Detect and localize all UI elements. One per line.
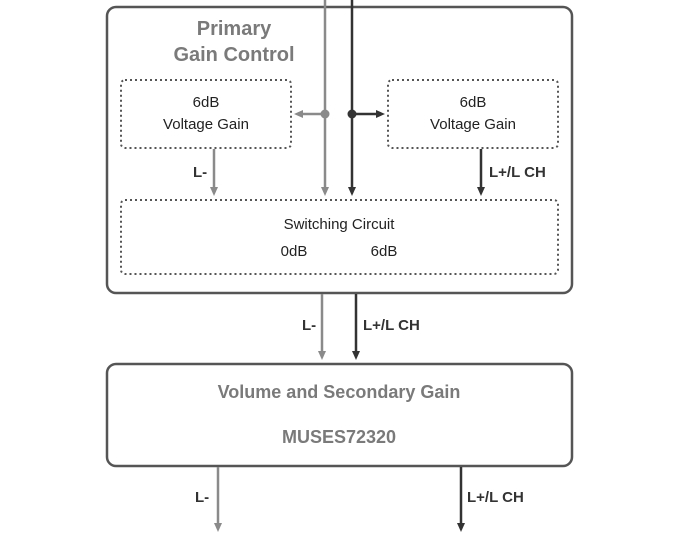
left-voltage-gain-box	[120, 79, 292, 149]
left-gain-line1: 6dB	[193, 94, 220, 111]
left-gain-output-label: L-	[193, 164, 207, 181]
gray-junction-dot	[320, 109, 330, 119]
switching-circuit-box	[120, 199, 559, 275]
primary-title-line2: Gain Control	[173, 44, 294, 66]
output-left-label: L-	[195, 489, 209, 506]
right-voltage-gain-box	[387, 79, 559, 149]
between-right-label: L+/L CH	[363, 317, 420, 334]
right-gain-output-label: L+/L CH	[489, 164, 546, 181]
dark-junction-dot	[347, 109, 357, 119]
switching-option-6db: 6dB	[371, 243, 398, 260]
volume-title: Volume and Secondary Gain	[218, 382, 461, 402]
volume-chip-name: MUSES72320	[282, 427, 396, 447]
between-left-label: L-	[302, 317, 316, 334]
left-gain-line2: Voltage Gain	[163, 116, 249, 133]
volume-secondary-gain-box	[105, 362, 574, 468]
primary-title-line1: Primary	[197, 18, 272, 40]
switching-title: Switching Circuit	[284, 216, 396, 233]
right-gain-line1: 6dB	[460, 94, 487, 111]
switching-option-0db: 0dB	[281, 243, 308, 260]
right-gain-line2: Voltage Gain	[430, 116, 516, 133]
output-right-label: L+/L CH	[467, 489, 524, 506]
